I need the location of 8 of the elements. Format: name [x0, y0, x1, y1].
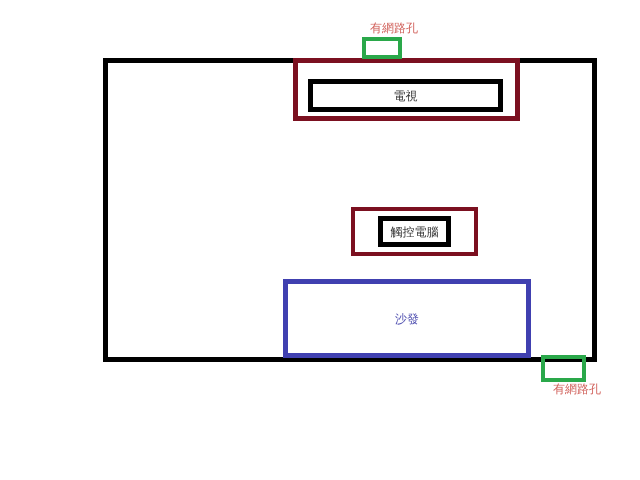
tv-box: 電視 — [308, 79, 503, 112]
tv-cabinet — [293, 58, 520, 121]
touch-computer-box: 觸控電腦 — [378, 216, 451, 247]
sofa-box: 沙發 — [283, 279, 531, 358]
desk — [351, 207, 478, 256]
port-label: 有網路孔 — [553, 382, 601, 396]
room-outline — [103, 58, 597, 362]
port-label: 有網路孔 — [370, 21, 418, 35]
